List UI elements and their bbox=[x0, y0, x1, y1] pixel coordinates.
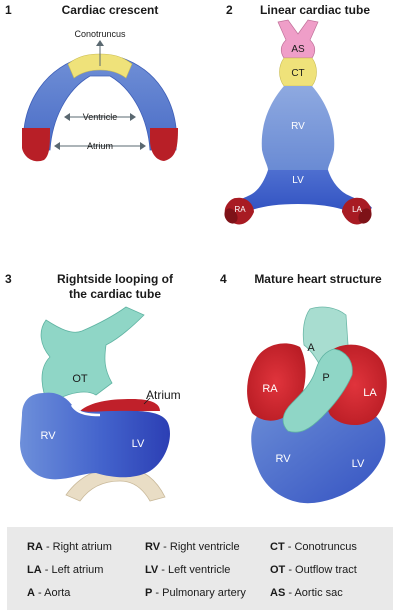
legend-item-rv: RV - Right ventricle bbox=[145, 541, 240, 553]
label-ra: RA bbox=[234, 205, 246, 214]
panel-number: 4 bbox=[220, 272, 227, 286]
looping-ventricles bbox=[20, 392, 170, 480]
panel-title: Mature heart structure bbox=[254, 272, 382, 286]
panel-2-linear-cardiac-tube: 2 Linear cardiac tube AS CT RV LV RA LA bbox=[200, 0, 400, 250]
heart-pulmonary-artery bbox=[282, 348, 353, 433]
label-ventricle: Ventricle bbox=[83, 112, 118, 122]
legend-item-a: A - Aorta bbox=[27, 587, 71, 599]
panel-title-line-1: Rightside looping of bbox=[57, 272, 173, 286]
legend-item-as: AS - Aortic sac bbox=[270, 587, 343, 599]
label-atrium: Atrium bbox=[87, 141, 113, 151]
tube-left-ventricle bbox=[226, 170, 372, 218]
panel-4-mature-heart: 4 Mature heart structure A P RA LA RV LV bbox=[200, 265, 400, 515]
label-rv: RV bbox=[291, 121, 305, 132]
label-lv: LV bbox=[352, 458, 365, 470]
panel-title-line-2: the cardiac tube bbox=[68, 287, 162, 301]
legend-item-ot: OT - Outflow tract bbox=[270, 564, 357, 576]
panel-number: 2 bbox=[226, 3, 233, 17]
looping-atrium bbox=[80, 399, 160, 415]
crescent-ventricle-region bbox=[23, 57, 177, 151]
heart-ventricles bbox=[251, 403, 386, 504]
panel-title: Cardiac crescent bbox=[61, 3, 159, 17]
arrow-left-icon bbox=[64, 113, 70, 121]
label-ot: OT bbox=[72, 373, 88, 385]
legend-item-p: P - Pulmonary artery bbox=[145, 587, 246, 599]
panel-3-looping: 3 Rightside looping of the cardiac tube … bbox=[0, 265, 200, 515]
label-la: LA bbox=[363, 387, 377, 399]
arrow-up-icon bbox=[96, 40, 104, 46]
label-lv: LV bbox=[132, 438, 145, 450]
abbreviation-legend: RA - Right atrium RV - Right ventricle C… bbox=[7, 527, 393, 610]
tube-aortic-sac bbox=[277, 19, 319, 59]
legend-item-ra: RA - Right atrium bbox=[27, 541, 112, 553]
crescent-left-atrium-end bbox=[22, 128, 50, 162]
heart-right-atrium bbox=[247, 343, 306, 421]
legend-item-la: LA - Left atrium bbox=[27, 564, 104, 576]
label-a: A bbox=[307, 342, 315, 354]
panel-1-cardiac-crescent: 1 Cardiac crescent Conotruncus Ventricle… bbox=[0, 0, 200, 250]
looping-tube-diagram: OT Atrium RV LV bbox=[20, 306, 181, 502]
label-p: P bbox=[322, 372, 329, 384]
tube-right-ventricle bbox=[261, 86, 335, 170]
label-conotruncus: Conotruncus bbox=[74, 29, 126, 39]
cardiac-crescent-diagram: Conotruncus Ventricle Atrium bbox=[22, 29, 178, 162]
label-rv: RV bbox=[40, 430, 56, 442]
label-atrium: Atrium bbox=[146, 388, 181, 402]
arrow-right-icon bbox=[130, 113, 136, 121]
arrow-left-icon bbox=[54, 142, 60, 150]
legend-item-lv: LV - Left ventricle bbox=[145, 564, 231, 576]
panel-number: 3 bbox=[5, 272, 12, 286]
panel-title: Linear cardiac tube bbox=[259, 3, 371, 17]
legend-item-ct: CT - Conotruncus bbox=[270, 541, 357, 553]
label-ct: CT bbox=[291, 68, 304, 79]
label-rv: RV bbox=[275, 453, 291, 465]
arrow-right-icon bbox=[140, 142, 146, 150]
label-as: AS bbox=[291, 44, 305, 55]
mature-heart-diagram: A P RA LA RV LV bbox=[247, 306, 387, 504]
label-la: LA bbox=[352, 205, 362, 214]
panel-number: 1 bbox=[5, 3, 12, 17]
label-lv: LV bbox=[292, 175, 304, 186]
crescent-right-atrium-end bbox=[150, 128, 178, 161]
linear-tube-diagram: AS CT RV LV RA LA bbox=[224, 19, 372, 225]
looping-outflow-tract bbox=[40, 306, 145, 400]
label-ra: RA bbox=[262, 383, 278, 395]
